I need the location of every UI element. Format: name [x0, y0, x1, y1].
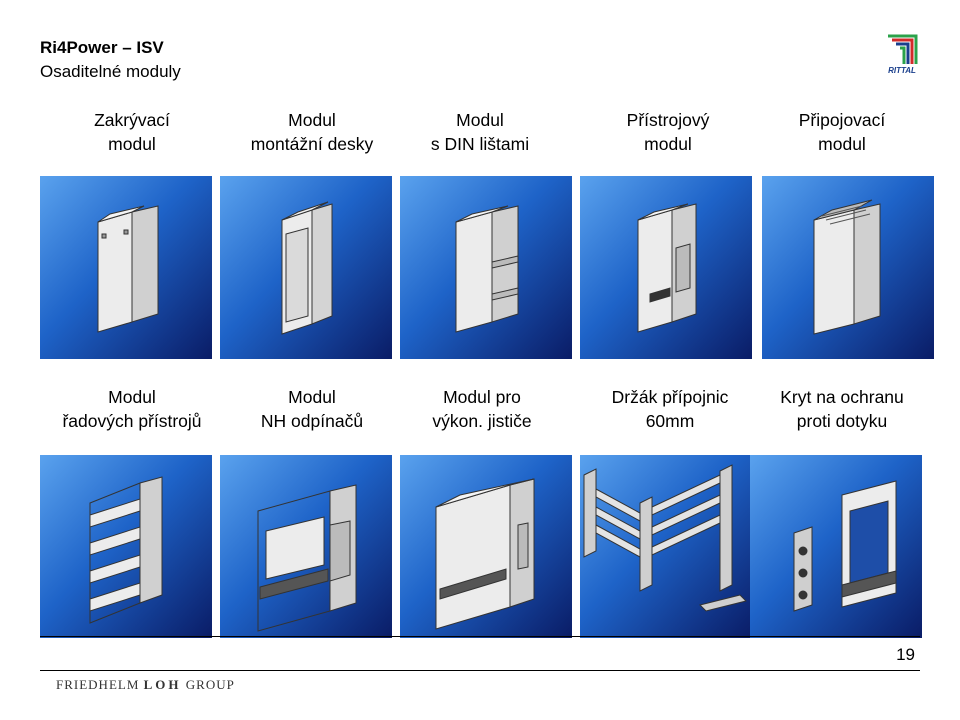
touch-protection-cover-icon — [750, 455, 922, 638]
mounting-plate-module-icon — [220, 176, 392, 359]
din-rail-module-icon — [400, 176, 572, 359]
connection-module-icon — [762, 176, 934, 359]
cover-module-icon — [40, 176, 212, 359]
slide-subtitle: Osaditelné moduly — [40, 62, 181, 81]
divider-line — [40, 636, 920, 637]
logo-text: RITTAL — [888, 66, 916, 75]
slide-title: Ri4Power – ISV — [40, 38, 164, 57]
device-module-icon — [580, 176, 752, 359]
circuit-breaker-module-icon — [400, 455, 572, 638]
busbar-holder-icon — [580, 455, 752, 638]
modular-devices-module-icon — [40, 455, 212, 638]
rittal-logo-icon: RITTAL — [884, 32, 920, 78]
page-number: 19 — [896, 645, 915, 664]
footer-company: FRIEDHELM LOH GROUP — [56, 677, 235, 692]
nh-disconnector-module-icon — [220, 455, 392, 638]
divider-line — [40, 670, 920, 671]
